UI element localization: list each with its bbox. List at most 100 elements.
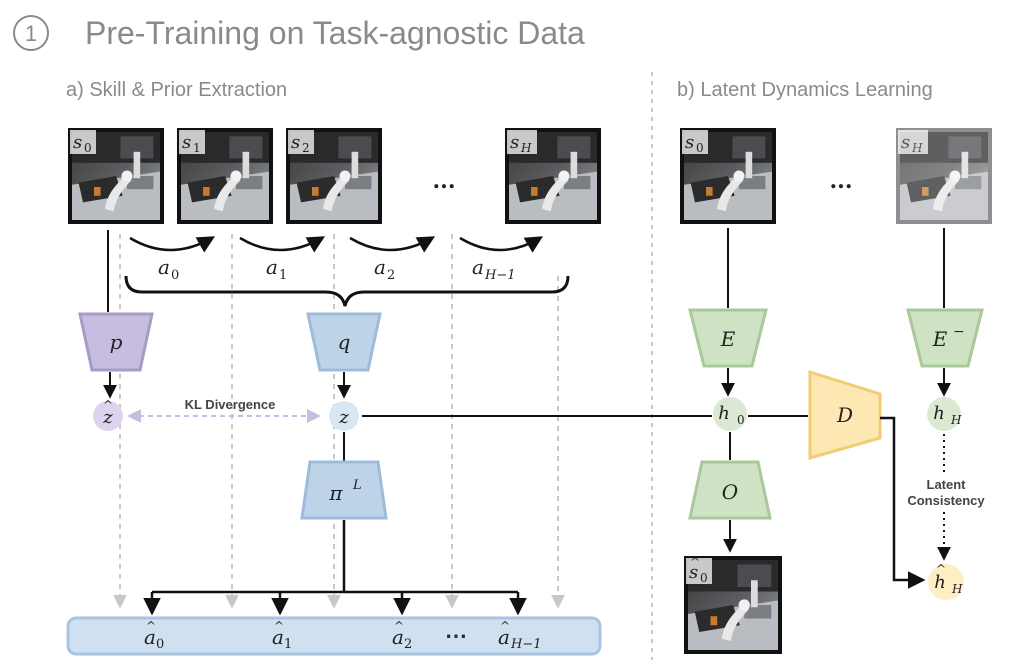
svg-text:s: s <box>182 132 191 153</box>
predicted-action-0: a^0 <box>144 619 164 652</box>
policy-output-tree <box>143 520 527 616</box>
gray-dashed-lines <box>113 234 565 609</box>
latent-consistency-label-line2: Consistency <box>907 493 985 508</box>
svg-text:2: 2 <box>387 268 395 283</box>
latent-consistency-label-line1: Latent <box>927 477 967 492</box>
svg-text:H−1: H−1 <box>510 637 542 652</box>
svg-text:0: 0 <box>171 268 179 283</box>
svg-text:p: p <box>110 330 123 354</box>
svg-text:a: a <box>272 625 284 649</box>
svg-text:^: ^ <box>936 562 946 576</box>
reconstructed-state-image: s ^ 0 <box>684 555 782 654</box>
dynamics-to-hHhat-arrow <box>880 416 926 589</box>
svg-text:0: 0 <box>696 141 704 155</box>
latent-state-image-s0: s 0 <box>680 128 776 224</box>
svg-text:a: a <box>392 625 404 649</box>
svg-text:−: − <box>953 324 965 340</box>
svg-text:0: 0 <box>737 413 745 427</box>
svg-text:h: h <box>934 572 946 593</box>
svg-text:π: π <box>328 481 343 505</box>
predicted-action-2: a^2 <box>392 619 412 652</box>
policy-shape <box>300 460 388 520</box>
svg-text:q: q <box>338 330 351 354</box>
svg-text:H−1: H−1 <box>484 268 516 283</box>
svg-text:^: ^ <box>146 619 156 633</box>
states-ellipsis: ... <box>433 168 456 194</box>
kl-divergence-label: KL Divergence <box>185 397 276 412</box>
svg-text:H: H <box>951 582 963 596</box>
page-title: Pre-Training on Task-agnostic Data <box>85 15 585 51</box>
svg-text:s: s <box>685 132 694 153</box>
target-encoder-shape <box>906 308 984 368</box>
svg-text:s: s <box>510 132 519 153</box>
svg-text:2: 2 <box>302 141 310 155</box>
svg-text:H: H <box>950 413 962 427</box>
svg-text:D: D <box>836 403 853 427</box>
target-encoder-network: E − <box>906 308 984 368</box>
svg-text:L: L <box>352 478 362 493</box>
state-image-s2: s 2 <box>286 128 382 224</box>
posterior-network: q <box>306 312 382 372</box>
svg-text:H: H <box>520 141 532 155</box>
z-hat-node: z ^ <box>93 398 123 431</box>
svg-text:h: h <box>718 403 730 424</box>
svg-text:s: s <box>901 132 910 153</box>
svg-text:a: a <box>472 255 484 279</box>
svg-text:^: ^ <box>274 619 284 633</box>
svg-text:1: 1 <box>279 268 287 283</box>
actions-brace <box>124 275 570 307</box>
svg-text:0: 0 <box>700 571 708 585</box>
dynamics-network: D <box>808 369 882 460</box>
svg-text:s: s <box>291 132 300 153</box>
svg-text:s: s <box>689 562 698 583</box>
latent-consistency-label-bg <box>900 474 988 512</box>
svg-text:^: ^ <box>103 398 113 412</box>
z-node: z <box>329 401 359 431</box>
observation-decoder-network: O <box>688 460 772 520</box>
svg-text:a: a <box>374 255 386 279</box>
encoder-shape <box>688 308 768 368</box>
svg-text:a: a <box>498 625 510 649</box>
posterior-shape <box>306 312 382 372</box>
prior-shape <box>78 312 154 372</box>
state-image-s0: s 0 <box>68 128 164 224</box>
svg-text:^: ^ <box>394 619 404 633</box>
svg-text:a: a <box>144 625 156 649</box>
svg-text:s: s <box>73 132 82 153</box>
dynamics-shape <box>808 369 882 460</box>
latent-states-ellipsis: ... <box>830 168 853 194</box>
svg-text:0: 0 <box>84 141 92 155</box>
svg-text:E: E <box>720 327 736 351</box>
latent-state-image-sH: s H <box>896 128 992 224</box>
svg-text:O: O <box>722 480 738 504</box>
state-image-sH: s H <box>505 128 601 224</box>
svg-text:a: a <box>158 255 170 279</box>
predicted-actions-ellipsis: ⋯ <box>445 623 467 649</box>
predicted-action-1: a^1 <box>272 619 292 652</box>
svg-text:1: 1 <box>193 141 201 155</box>
hH-hat-node: h ^ H <box>928 562 964 600</box>
svg-text:z: z <box>102 407 113 428</box>
action-arrows <box>129 236 544 253</box>
svg-text:1: 1 <box>284 637 292 652</box>
section-a-heading: a) Skill & Prior Extraction <box>66 79 287 101</box>
predicted-actions-bar: a^0 a^1 a^2 ⋯ a^H−1 <box>66 616 602 656</box>
predicted-action-H-1: a^H−1 <box>498 619 542 652</box>
svg-text:2: 2 <box>404 637 412 652</box>
low-level-policy: π L <box>300 460 388 520</box>
decoder-shape <box>688 460 772 520</box>
svg-text:E: E <box>932 327 948 351</box>
title-number: 1 <box>25 21 37 46</box>
svg-text:^: ^ <box>690 555 700 569</box>
title-number-badge: 1 <box>13 15 49 51</box>
svg-text:h: h <box>933 403 945 424</box>
encoder-network: E <box>688 308 768 368</box>
svg-text:a: a <box>266 255 278 279</box>
svg-text:^: ^ <box>500 619 510 633</box>
svg-text:0: 0 <box>156 637 164 652</box>
svg-text:z: z <box>338 407 349 428</box>
